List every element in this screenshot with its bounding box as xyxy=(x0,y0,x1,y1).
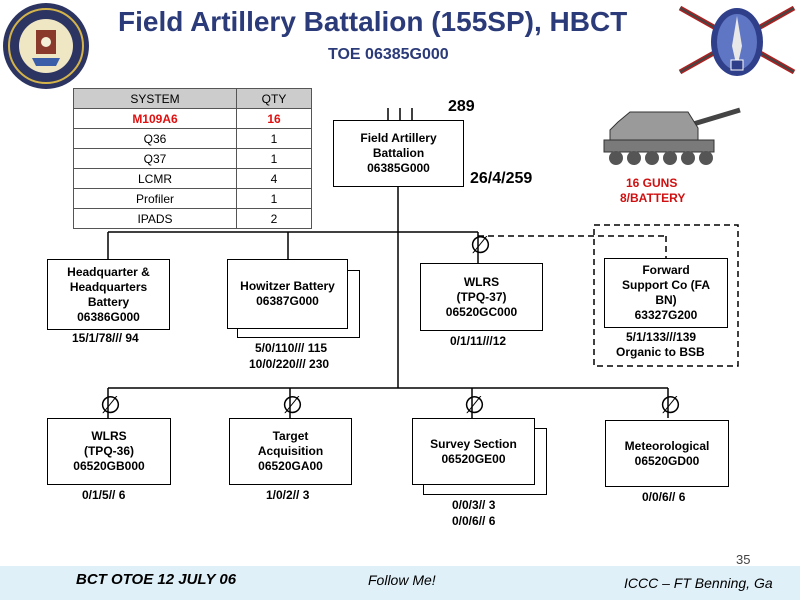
unit-code: 06520GB000 xyxy=(73,459,145,473)
unit-strength: 5/1/133///139 xyxy=(626,330,697,344)
empty-icon: ∅ xyxy=(464,392,485,419)
unit-name: Howitzer Battery xyxy=(240,279,335,293)
table-row: Q36 1 xyxy=(73,128,312,149)
system-name: Q37 xyxy=(73,148,237,169)
unit-name: WLRS (TPQ-36) xyxy=(83,429,134,458)
unit-name: Target Acquisition xyxy=(257,429,324,458)
unit-strength: 0/1/11///12 xyxy=(450,334,507,348)
systems-table: SYSTEM QTY M109A6 16 Q36 1 Q37 1 LCMR 4 … xyxy=(73,88,312,229)
page-subtitle: TOE 06385G000 xyxy=(328,46,449,63)
systems-table-header: SYSTEM QTY xyxy=(73,88,312,109)
unit-box-wlrs-tpq37: WLRS (TPQ-37) 06520GC000 xyxy=(420,263,543,331)
unit-strength: 5/0/110/// 115 xyxy=(255,341,328,355)
page-title: Field Artillery Battalion (155SP), HBCT xyxy=(118,6,628,37)
empty-icon: ∅ xyxy=(660,392,681,419)
unit-code: 63327G200 xyxy=(634,308,698,322)
unit-box-forward-support-co: Forward Support Co (FA BN) 63327G200 xyxy=(604,258,728,328)
system-name: IPADS xyxy=(73,208,237,229)
unit-name: WLRS (TPQ-37) xyxy=(456,274,507,304)
hq-strength-total: 289 xyxy=(448,98,475,115)
unit-code: 06520GE00 xyxy=(441,451,506,466)
footer-bar xyxy=(0,566,800,600)
unit-strength-secondary: Organic to BSB xyxy=(616,345,705,359)
column-header-qty: QTY xyxy=(236,88,312,109)
unit-code: 06520GA00 xyxy=(258,459,323,473)
department-of-the-army-seal-icon xyxy=(3,3,89,89)
footer-left-text: BCT OTOE 12 JULY 06 xyxy=(76,571,237,588)
unit-name: Headquarter & Headquarters Battery xyxy=(67,264,150,309)
unit-strength: 0/0/6// 6 xyxy=(642,490,686,504)
unit-code: 06520GD00 xyxy=(634,453,700,468)
unit-box-howitzer-battery: Howitzer Battery 06387G000 xyxy=(227,259,348,329)
unit-strength-secondary: 10/0/220/// 230 xyxy=(249,357,330,371)
unit-strength: 15/1/78/// 94 xyxy=(72,331,139,345)
hq-strength-breakdown: 26/4/259 xyxy=(470,170,533,187)
unit-code: 06386G000 xyxy=(77,309,140,324)
hq-box: Field Artillery Battalion 06385G000 xyxy=(333,120,464,187)
empty-icon: ∅ xyxy=(470,232,491,259)
guns-note-line2: 8/BATTERY xyxy=(620,191,686,205)
unit-strength: 0/1/5// 6 xyxy=(82,488,126,502)
system-qty: 16 xyxy=(236,108,312,129)
unit-code: 06520GC000 xyxy=(445,304,518,319)
unit-box-target-acquisition: Target Acquisition 06520GA00 xyxy=(229,418,352,485)
hq-name: Field Artillery Battalion xyxy=(360,131,437,160)
hq-code: 06385G000 xyxy=(367,161,430,175)
table-row: IPADS 2 xyxy=(73,208,312,229)
unit-box-wlrs-tpq36: WLRS (TPQ-36) 06520GB000 xyxy=(47,418,171,485)
unit-code: 06387G000 xyxy=(256,294,319,308)
unit-box-meteorological: Meteorological 06520GD00 xyxy=(605,420,729,487)
empty-icon: ∅ xyxy=(100,392,121,419)
empty-icon: ∅ xyxy=(282,392,303,419)
unit-strength: 0/0/3// 3 xyxy=(452,498,496,512)
m109-howitzer-icon xyxy=(603,107,741,165)
unit-strength-secondary: 0/0/6// 6 xyxy=(452,514,496,528)
page-number: 35 xyxy=(736,552,751,567)
guns-note-line1: 16 GUNS xyxy=(626,176,678,190)
footer-right-text: ICCC – FT Benning, Ga xyxy=(624,575,773,591)
unit-name: Meteorological xyxy=(624,438,710,453)
footer-center-text: Follow Me! xyxy=(368,572,436,588)
unit-strength: 1/0/2// 3 xyxy=(266,488,310,502)
unit-name: Survey Section xyxy=(430,436,517,451)
unit-box-survey-section: Survey Section 06520GE00 xyxy=(412,418,535,485)
table-row: Profiler 1 xyxy=(73,188,312,209)
infantry-follow-me-insignia-icon xyxy=(678,5,796,76)
unit-name: Forward Support Co (FA BN) xyxy=(622,263,710,307)
column-header-system: SYSTEM xyxy=(73,88,237,109)
system-qty: 2 xyxy=(236,208,312,229)
unit-box-hhb: Headquarter & Headquarters Battery 06386… xyxy=(47,259,170,330)
